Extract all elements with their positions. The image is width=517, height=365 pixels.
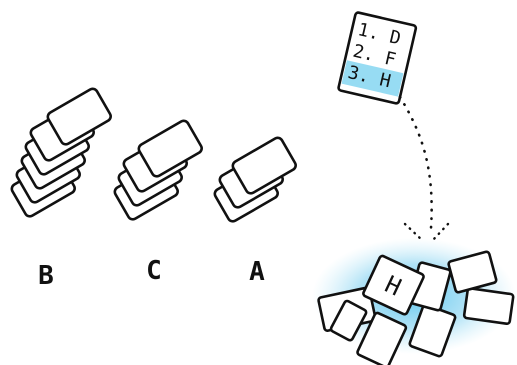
list-paper: 1. D 2. F 3. H (338, 12, 416, 104)
card-stack-c (113, 119, 203, 221)
card-stack-b (10, 87, 112, 218)
stack-label-c: C (146, 256, 162, 286)
dotted-arrow (400, 97, 448, 240)
arrow-head (405, 224, 448, 240)
card-stack-a (213, 136, 297, 223)
stack-label-a: A (249, 257, 265, 287)
stack-label-b: B (38, 261, 54, 291)
pile-card (464, 288, 514, 324)
